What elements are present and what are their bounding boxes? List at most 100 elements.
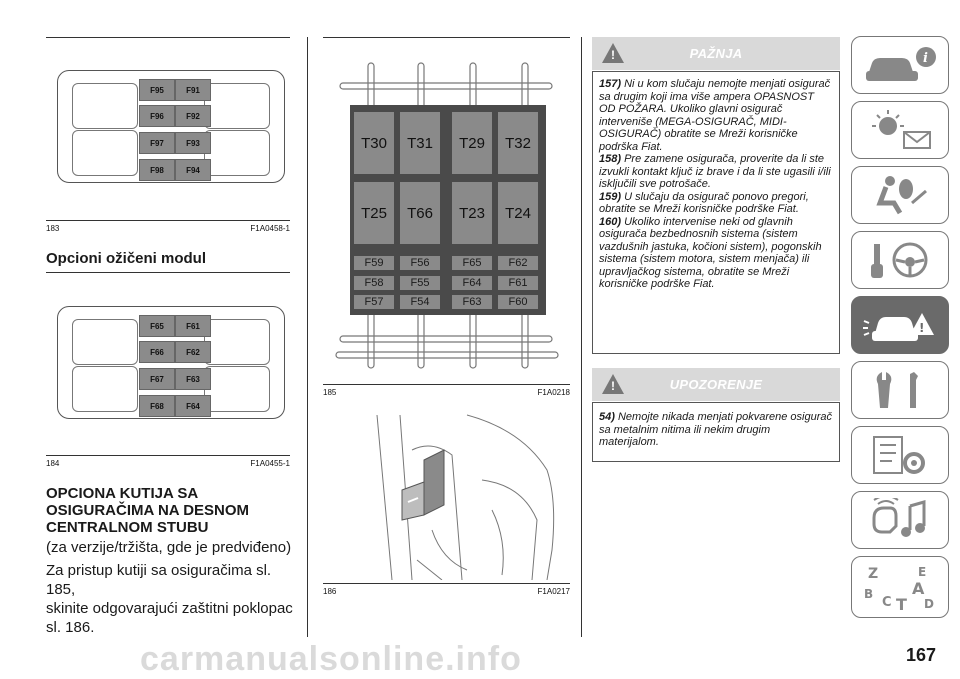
warning-item: 54) Nemojte nikada menjati pokvarene osi… (593, 411, 839, 449)
fuse-diagram-183: F95 F91 F96 F92 F97 F93 F98 F94 (57, 70, 285, 183)
fuse-label: F92 (175, 105, 211, 127)
empty-slot (72, 130, 138, 176)
tab-music-phone[interactable] (851, 491, 949, 549)
section-title: Opcioni ožičeni modul (46, 250, 207, 267)
fuse-F: F61 (498, 276, 538, 290)
fuse-diagram-184: F65 F61 F66 F62 F67 F63 F68 F64 (57, 306, 285, 419)
music-phone-icon (872, 498, 926, 537)
item-text: Ni u kom slučaju nemojte menjati osigura… (599, 78, 831, 153)
fuse-label: F94 (175, 159, 211, 181)
section-heading: OPCIONA KUTIJA SA OSIGURAČIMA NA DESNOM … (46, 485, 296, 536)
fuse-label: F66 (139, 341, 175, 363)
checklist-gear-icon (873, 436, 925, 474)
airbag-person-icon (876, 176, 927, 215)
relay-T: T30 (354, 112, 394, 174)
item-number: 157) (599, 78, 622, 90)
relay-T: T24 (498, 182, 538, 244)
index-letter: D (924, 597, 934, 611)
tab-alphabet-index[interactable]: Z E B A C T D (851, 556, 949, 618)
heading-line: OSIGURAČIMA NA DESNOM (46, 502, 250, 519)
body-line: (za verzije/tržišta, gde je predviđeno) (46, 539, 292, 556)
item-number: 54) (599, 411, 615, 423)
item-number: 158) (599, 153, 622, 165)
interior-sketch-186 (376, 414, 555, 580)
relay-T: T31 (400, 112, 440, 174)
tab-car-info[interactable]: i (851, 36, 949, 94)
caption-rule (46, 455, 290, 456)
caution-item: 159) U slučaju da osigurač ponovo pregor… (593, 191, 839, 216)
fuse-label: F95 (139, 79, 175, 101)
fuse-label: F93 (175, 132, 211, 154)
relay-T: T32 (498, 112, 538, 174)
tab-car-emergency[interactable]: ! (851, 296, 949, 354)
tab-airbag-person[interactable] (851, 166, 949, 224)
fuse-label: F63 (175, 368, 211, 390)
caption-rule (46, 220, 290, 221)
fuse-F: F55 (400, 276, 440, 290)
warning-triangle-icon: ! (602, 43, 624, 63)
section-rule (46, 272, 290, 273)
fuse-label: F68 (139, 395, 175, 417)
tab-lights-mail[interactable] (851, 101, 949, 159)
item-text: U slučaju da osigurač ponovo pregori, ob… (599, 190, 809, 216)
fuse-label: F91 (175, 79, 211, 101)
figure-number: 183 (46, 224, 60, 233)
fuse-label: F97 (139, 132, 175, 154)
item-number: 159) (599, 190, 622, 203)
warning-title: UPOZORENJE (669, 377, 763, 392)
warning-triangle-icon: ! (602, 374, 624, 394)
figure-code: F1A0458-1 (250, 224, 290, 233)
fuse-F: F60 (498, 295, 538, 309)
heading-line: OPCIONA KUTIJA SA (46, 485, 199, 502)
caution-item: 158) Pre zamene osigurača, proverite da … (593, 153, 839, 191)
relay-T: T66 (400, 182, 440, 244)
fuse-F: F54 (400, 295, 440, 309)
key-steering-icon (871, 242, 928, 278)
fuse-F: F58 (354, 276, 394, 290)
relay-grid: T30 T31 T29 T32 T25 T66 T23 T24 F59 F56 … (350, 106, 546, 316)
heading-line: CENTRALNOM STUBU (46, 519, 209, 536)
body-text: (za verzije/tržišta, gde je predviđeno) … (46, 538, 301, 637)
tools-icon (876, 372, 918, 408)
fuse-label: F62 (175, 341, 211, 363)
item-number: 160) (599, 215, 622, 228)
empty-slot (204, 83, 270, 129)
fuse-label: F64 (175, 395, 211, 417)
figure-code: F1A0218 (537, 388, 570, 397)
figure-code: F1A0455-1 (250, 459, 290, 468)
column-divider (307, 37, 308, 637)
empty-slot (72, 366, 138, 412)
caution-item: 157) Ni u kom slučaju nemojte menjati os… (593, 78, 839, 153)
index-letter: E (918, 565, 926, 579)
car-info-icon: i (866, 47, 936, 81)
caution-item: 160) Ukoliko intervenise neki od glavnih… (593, 216, 839, 291)
relay-T: T23 (452, 182, 492, 244)
fuse-label: F67 (139, 368, 175, 390)
fuse-label: F96 (139, 105, 175, 127)
svg-text:i: i (923, 51, 928, 66)
empty-slot (72, 83, 138, 129)
body-line: skinite odgovarajući zaštitni poklopac (46, 600, 293, 617)
lights-mail-icon (872, 110, 931, 149)
warning-header: ! UPOZORENJE (592, 368, 840, 401)
empty-slot (204, 130, 270, 176)
tab-key-steering[interactable] (851, 231, 949, 289)
empty-slot (204, 319, 270, 365)
fuse-F: F65 (452, 256, 492, 270)
figure-number: 186 (323, 587, 337, 596)
fuse-label: F98 (139, 159, 175, 181)
fuse-label: F61 (175, 315, 211, 337)
figure-number: 184 (46, 459, 60, 468)
empty-slot (72, 319, 138, 365)
fuse-F: F57 (354, 295, 394, 309)
tab-tools[interactable] (851, 361, 949, 419)
index-letter: Z (868, 566, 878, 582)
fuse-label: F65 (139, 315, 175, 337)
fuse-F: F59 (354, 256, 394, 270)
fuse-F: F63 (452, 295, 492, 309)
tab-checklist-gear[interactable] (851, 426, 949, 484)
relay-T: T25 (354, 182, 394, 244)
fuse-F: F56 (400, 256, 440, 270)
figure-number: 185 (323, 388, 337, 397)
fuse-F: F64 (452, 276, 492, 290)
